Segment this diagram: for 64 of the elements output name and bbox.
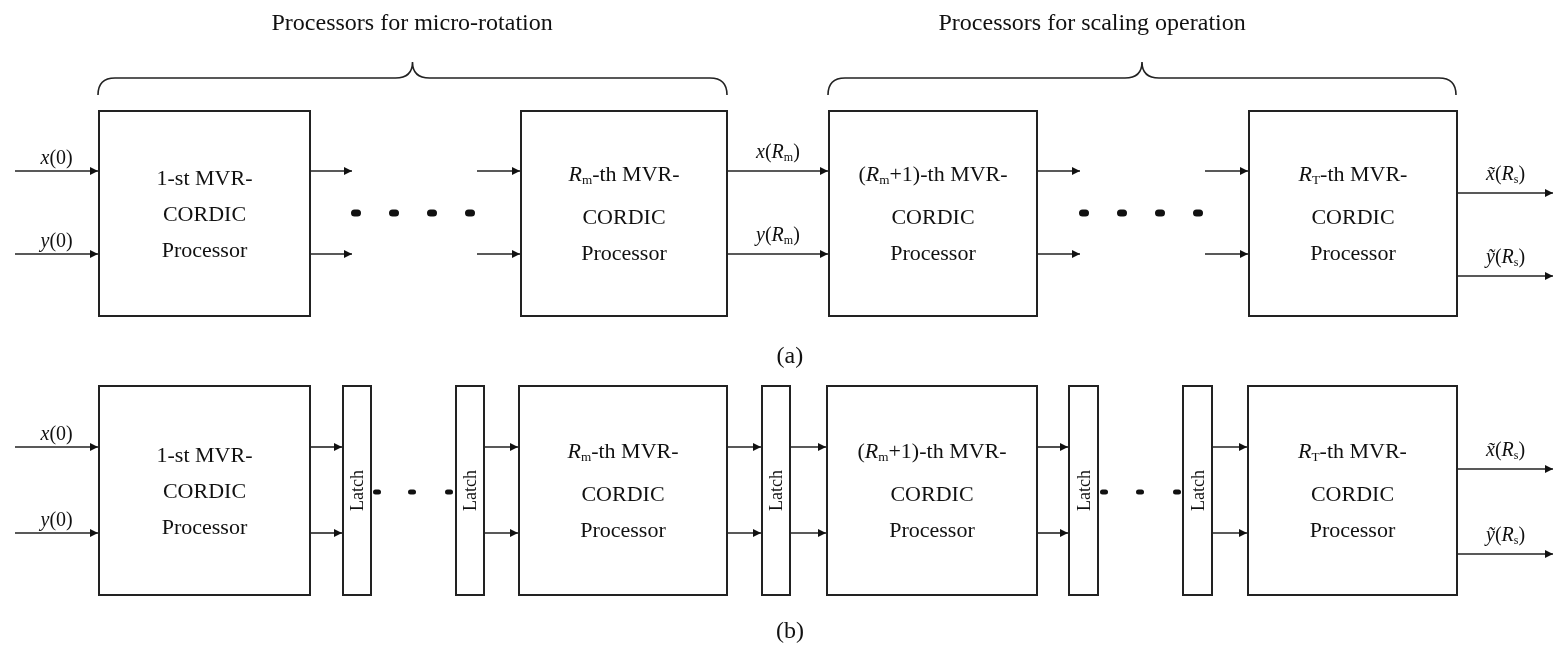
signal-label: x(0) bbox=[40, 146, 73, 168]
panel-caption: (a) bbox=[776, 341, 804, 369]
arrow bbox=[1204, 250, 1249, 258]
processor-box bbox=[98, 110, 311, 317]
arrow bbox=[1457, 272, 1554, 280]
arrow bbox=[1212, 443, 1248, 451]
latch-box bbox=[761, 385, 791, 596]
processor-label: (R$_{m}$+1)-th MVR-CORDIC Processor bbox=[857, 160, 1009, 267]
arrow bbox=[1037, 529, 1069, 537]
arrow bbox=[310, 529, 343, 537]
arrow bbox=[476, 167, 521, 175]
arrow bbox=[14, 167, 99, 175]
arrow bbox=[727, 167, 829, 175]
signal-label: x(0) bbox=[40, 422, 73, 444]
latch-box bbox=[1182, 385, 1213, 596]
latch-box bbox=[1068, 385, 1099, 596]
arrow bbox=[484, 443, 519, 451]
latch-label: Latch bbox=[347, 470, 367, 511]
processor-label: 1-st MVR-CORDIC Processor bbox=[155, 440, 254, 541]
processor-box bbox=[520, 110, 728, 317]
group-heading: Processors for micro-rotation bbox=[271, 8, 553, 36]
arrow bbox=[727, 529, 762, 537]
processor-label: R$_{T}$-th MVR-CORDIC Processor bbox=[1297, 160, 1409, 267]
latch-label: Latch bbox=[1187, 470, 1208, 511]
arrow bbox=[14, 443, 99, 451]
processor-label: 1-st MVR-CORDIC Processor bbox=[155, 163, 254, 264]
arrow bbox=[1037, 167, 1081, 175]
arrow bbox=[1212, 529, 1248, 537]
processor-box bbox=[518, 385, 728, 596]
latch-label: Latch bbox=[460, 470, 480, 511]
signal-label: y(0) bbox=[40, 229, 73, 251]
processor-label: R$_{T}$-th MVR-CORDIC Processor bbox=[1297, 437, 1408, 544]
arrow bbox=[14, 250, 99, 258]
arrow bbox=[1457, 550, 1554, 558]
arrow bbox=[790, 529, 827, 537]
arrow bbox=[14, 529, 99, 537]
arrow bbox=[484, 529, 519, 537]
latch-label: Latch bbox=[766, 470, 786, 511]
signal-label: y(0) bbox=[40, 508, 73, 530]
arrow bbox=[1037, 443, 1069, 451]
processor-box bbox=[1248, 110, 1458, 317]
arrow bbox=[1204, 167, 1249, 175]
arrow bbox=[310, 167, 353, 175]
processor-label: R$_{m}$-th MVR-CORDIC Processor bbox=[567, 160, 681, 267]
processor-box bbox=[826, 385, 1038, 596]
latch-box bbox=[455, 385, 485, 596]
arrow bbox=[1037, 250, 1081, 258]
processor-box bbox=[1247, 385, 1458, 596]
arrow bbox=[727, 250, 829, 258]
processor-box bbox=[828, 110, 1038, 317]
processor-label: (R$_{m}$+1)-th MVR-CORDIC Processor bbox=[856, 437, 1008, 544]
arrow bbox=[310, 443, 343, 451]
processor-box bbox=[98, 385, 311, 596]
arrow bbox=[310, 250, 353, 258]
latch-label: Latch bbox=[1073, 470, 1094, 511]
arrow bbox=[790, 443, 827, 451]
panel-caption: (b) bbox=[776, 616, 804, 644]
arrow bbox=[476, 250, 521, 258]
group-heading: Processors for scaling operation bbox=[938, 8, 1246, 36]
latch-box bbox=[342, 385, 372, 596]
arrow bbox=[1457, 465, 1554, 473]
arrow bbox=[727, 443, 762, 451]
arrow bbox=[1457, 189, 1554, 197]
processor-label: R$_{m}$-th MVR-CORDIC Processor bbox=[566, 437, 680, 544]
